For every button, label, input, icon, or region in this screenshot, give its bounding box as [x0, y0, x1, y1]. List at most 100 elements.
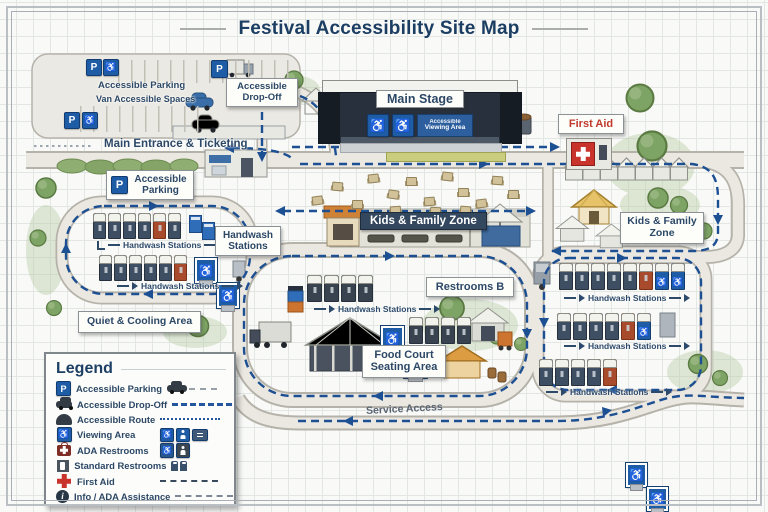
legend-label: Standard Restrooms: [74, 460, 167, 472]
first-aid-cross-icon: [57, 474, 71, 489]
arrow-icon: [561, 388, 567, 396]
portable-toilet: [144, 255, 157, 281]
portable-toilet: [589, 313, 603, 340]
handwash-text: Handwash Stations: [588, 293, 667, 303]
portable-toilet: [457, 317, 471, 344]
restrooms-b-text: Restrooms B: [435, 281, 505, 293]
restroom-row-east-3: [539, 359, 617, 386]
viewing-line2: Viewing Area: [424, 124, 466, 132]
info-glyph: i: [61, 491, 64, 502]
parking-letter: P: [68, 115, 76, 126]
wheelchair-icon: ♿: [160, 442, 174, 458]
toilet-icon: [171, 460, 179, 471]
arrow-icon: [684, 294, 691, 302]
ticket-booth: [172, 125, 286, 178]
kids-zone-banner: Kids & Family Zone: [360, 212, 487, 230]
parking-lane-marks: [118, 60, 294, 83]
parking-lot-label: Accessible Parking: [98, 80, 186, 91]
handwash-row-label: Handwash Stations: [314, 304, 441, 314]
wheelchair-glyph: ♿: [394, 117, 412, 133]
hand-cart: [232, 260, 246, 282]
wheelchair-glyph: ♿: [58, 429, 70, 440]
legend: Legend P Accessible Parking Accessible D…: [44, 352, 236, 506]
accessible-toilet: ♿: [655, 263, 669, 290]
first-aid-text: First Aid: [568, 118, 614, 130]
portable-toilet: [573, 313, 587, 340]
portable-toilet: [575, 263, 589, 290]
west-parking-text: Accessible Parking: [134, 174, 187, 197]
title-rule-right: [531, 28, 588, 30]
main-stage: Main Stage ♿ ♿ Accessible Viewing Area: [318, 80, 522, 150]
wheelchair-icon: ♿: [392, 114, 414, 137]
portable-toilet: [114, 255, 127, 281]
wheelchair-glyph: ♿: [105, 62, 117, 72]
parking-lane-marks: [80, 106, 208, 132]
kids-zone-text: Kids & Family Zone: [627, 215, 697, 239]
page-title: Festival Accessibility Site Map: [238, 18, 520, 39]
wheelchair-icon: ♿: [646, 486, 669, 512]
handwash-row-label: Handwash Stations: [546, 387, 673, 397]
accessible-toilet: ♿: [671, 263, 685, 290]
wheelchair-icon: ♿: [160, 427, 174, 442]
entrance-hedge: [56, 158, 199, 175]
legend-label: Accessible Drop-Off: [77, 398, 168, 410]
legend-item-first-aid: First Aid: [56, 473, 226, 489]
wheelchair-glyph: ♿: [162, 430, 172, 440]
handwash-row-label: Handwash Stations: [117, 281, 244, 291]
drop-off-text: Accessible Drop-Off: [237, 81, 287, 103]
portable-toilet: [441, 317, 455, 344]
portable-toilet: [555, 359, 569, 386]
legend-title-row: Legend: [56, 360, 226, 378]
portable-toilet: [307, 275, 322, 302]
legend-item-viewing-area: ♿ Viewing Area ♿: [56, 427, 226, 443]
dashed-line-icon: [188, 387, 217, 390]
portable-toilet: [123, 213, 136, 239]
portable-toilet: [108, 213, 121, 239]
car-icon: [56, 396, 72, 410]
legend-label: Accessible Route: [77, 413, 156, 425]
parking-sign-icon: P: [86, 59, 102, 76]
wheelchair-icon: ♿: [216, 282, 240, 312]
quiet-area-text: Quiet & Cooling Area: [87, 315, 193, 327]
restroom-row-west-2: [99, 255, 187, 281]
legend-label: Viewing Area: [77, 429, 136, 441]
wheelchair-icon: ♿: [625, 462, 648, 491]
wheelchair-glyph: ♿: [84, 115, 96, 125]
legend-label: Info / ADA Assistance: [74, 490, 171, 502]
arrow-icon: [132, 282, 138, 290]
legend-item-ada-restrooms: ADA Restrooms ♿: [56, 441, 226, 458]
entrance-label: Main Entrance & Ticketing: [104, 138, 248, 150]
portable-toilet-red: [639, 263, 653, 290]
wheelchair-icon: ♿: [82, 112, 98, 129]
first-aid-label: First Aid: [558, 114, 624, 135]
portable-toilet-red: [621, 313, 635, 340]
west-parking-label: P Accessible Parking: [106, 170, 194, 201]
barrels: [487, 367, 507, 383]
handwash-row-label: Handwash Stations: [564, 293, 691, 303]
portable-toilet: [409, 317, 423, 344]
parking-sign-icon: P: [111, 176, 128, 195]
arrow-icon: [237, 282, 244, 290]
wheelchair-glyph: ♿: [656, 277, 668, 287]
restroom-row-east-1: ♿ ♿: [559, 263, 685, 290]
wheelchair-icon: ♿: [56, 427, 72, 443]
hand-cart: [533, 261, 551, 290]
legend-item-standard-restrooms: Standard Restrooms: [56, 458, 226, 473]
parking-letter: P: [90, 62, 98, 73]
quiet-area-label: Quiet & Cooling Area: [78, 311, 202, 333]
stage-lawn-strip: [386, 152, 506, 162]
main-stage-text: Main Stage: [387, 92, 453, 106]
handwash-text: Handwash Stations: [588, 341, 667, 351]
arrow-icon: [684, 342, 691, 350]
handwash-text: Handwash Stations: [338, 304, 417, 314]
portable-toilet: [559, 263, 573, 290]
food-court-text: Food Court Seating Area: [370, 349, 438, 374]
portable-toilet: [358, 275, 373, 302]
portable-toilet: [591, 263, 605, 290]
legend-item-info-assistance: i Info / ADA Assistance: [56, 489, 234, 504]
portable-toilet: [607, 263, 621, 290]
wheelchair-glyph: ♿: [162, 445, 172, 455]
kids-pavilion: [569, 189, 619, 225]
ada-restroom-icon: [57, 441, 71, 456]
